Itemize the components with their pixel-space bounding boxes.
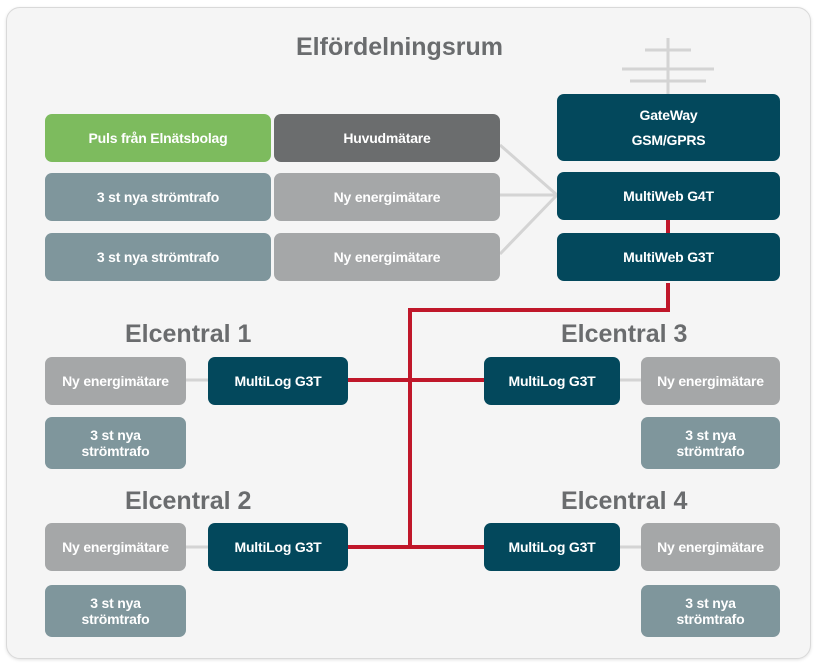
multiweb-g4t-box: MultiWeb G4T xyxy=(557,172,780,220)
central-1-logger-box: MultiLog G3T xyxy=(208,357,348,405)
gateway-box: GateWay GSM/GPRS xyxy=(557,94,780,161)
central-4-title: Elcentral 4 xyxy=(561,487,688,515)
central-1-meter-box: Ny energimätare xyxy=(45,357,186,405)
gateway-label: GateWay xyxy=(639,107,698,124)
central-3-meter-box: Ny energimätare xyxy=(641,357,780,405)
central-1-ct-line1: 3 st nya xyxy=(90,426,141,443)
central-3-ct-box: 3 st nya strömtrafo xyxy=(641,417,780,469)
multiweb-g3t-box: MultiWeb G3T xyxy=(557,233,780,281)
ct-row2-box: 3 st nya strömtrafo xyxy=(45,233,271,281)
central-3-ct-line2: strömtrafo xyxy=(676,443,745,459)
central-2-ct-box: 3 st nya strömtrafo xyxy=(45,585,186,637)
meter-connectors xyxy=(186,143,641,549)
central-3-ct-line1: 3 st nya xyxy=(685,426,736,443)
central-4-ct-box: 3 st nya strömtrafo xyxy=(641,585,780,637)
central-2-ct-line1: 3 st nya xyxy=(90,594,141,611)
central-4-ct-line1: 3 st nya xyxy=(685,594,736,611)
central-1-ct-line2: strömtrafo xyxy=(81,443,150,459)
room-title: Elfördelningsrum xyxy=(296,33,503,61)
central-3-title: Elcentral 3 xyxy=(561,320,688,348)
central-2-title: Elcentral 2 xyxy=(125,487,252,515)
central-2-meter-box: Ny energimätare xyxy=(45,523,186,571)
meter-row2-box: Ny energimätare xyxy=(274,233,500,281)
ct-row1-box: 3 st nya strömtrafo xyxy=(45,173,271,221)
central-4-ct-line2: strömtrafo xyxy=(676,611,745,627)
meter-row1-box: Ny energimätare xyxy=(274,173,500,221)
gateway-subtitle: GSM/GPRS xyxy=(631,131,706,148)
central-1-title: Elcentral 1 xyxy=(125,320,252,348)
central-3-logger-box: MultiLog G3T xyxy=(484,357,620,405)
central-2-ct-line2: strömtrafo xyxy=(81,611,150,627)
antenna-icon xyxy=(622,38,714,95)
central-2-logger-box: MultiLog G3T xyxy=(208,523,348,571)
central-4-logger-box: MultiLog G3T xyxy=(484,523,620,571)
main-meter-box: Huvudmätare xyxy=(274,114,500,162)
central-4-meter-box: Ny energimätare xyxy=(641,523,780,571)
central-1-ct-box: 3 st nya strömtrafo xyxy=(45,417,186,469)
pulse-box: Puls från Elnätsbolag xyxy=(45,114,271,162)
